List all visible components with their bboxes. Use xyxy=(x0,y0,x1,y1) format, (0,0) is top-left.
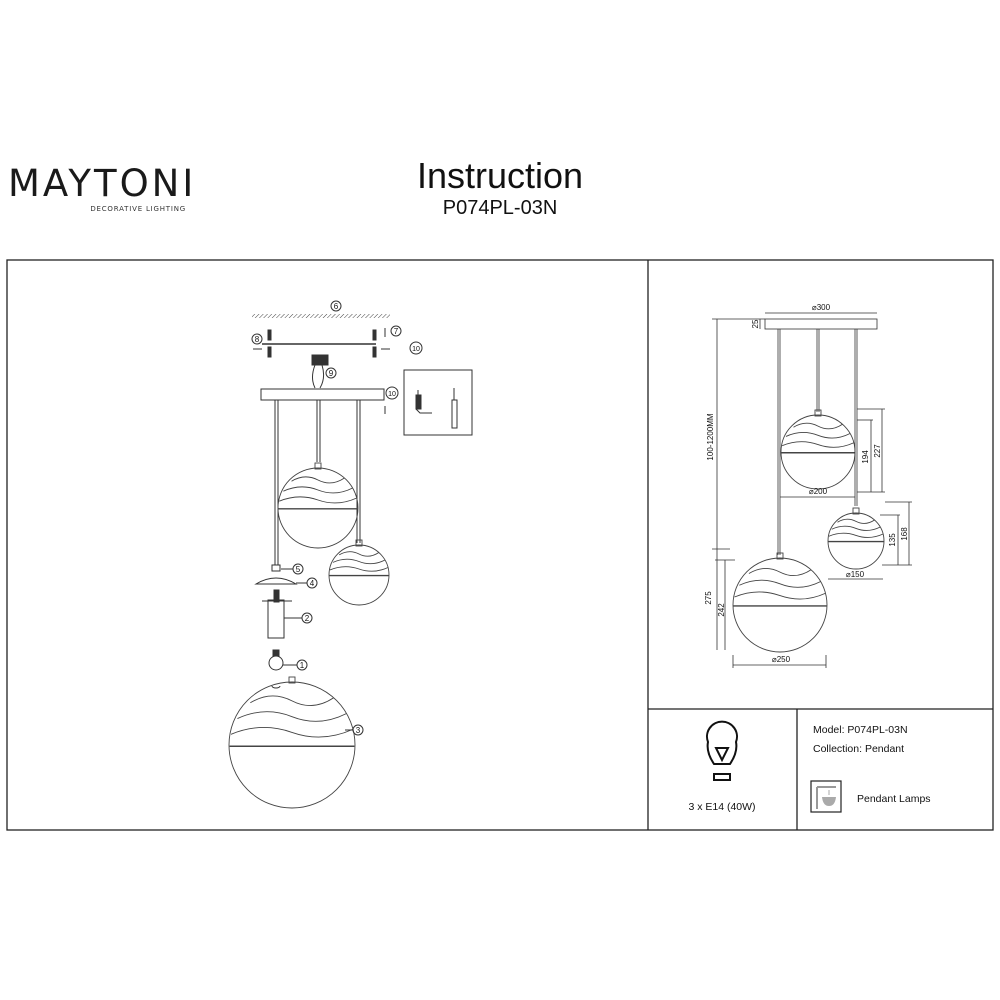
svg-text:3: 3 xyxy=(356,726,361,735)
svg-text:1: 1 xyxy=(300,661,305,670)
small-diameter: ⌀150 xyxy=(846,570,865,579)
ceiling xyxy=(252,314,390,318)
dim-shade-small xyxy=(827,507,885,570)
assembly-diagram xyxy=(252,314,473,689)
small-total-height: 168 xyxy=(900,527,909,541)
cable-lock xyxy=(271,564,281,572)
large-total-height: 275 xyxy=(704,591,713,605)
svg-text:5: 5 xyxy=(296,565,301,574)
svg-text:4: 4 xyxy=(310,579,315,588)
model-line: Model: P074PL-03N xyxy=(813,724,908,736)
svg-text:6: 6 xyxy=(334,302,339,311)
callout-4: 4 xyxy=(296,577,318,589)
svg-text:9: 9 xyxy=(329,369,334,378)
assembly-shade-small xyxy=(328,539,390,606)
brand-name: MAYTONI xyxy=(8,162,197,205)
callout-8: 8 xyxy=(251,333,263,345)
model-number: P074PL-03N xyxy=(442,197,558,219)
callouts: 6 7 8 10 9 10 5 4 2 1 3 xyxy=(251,300,423,736)
assembly-shade-large xyxy=(228,676,356,809)
dimension-diagram xyxy=(712,312,912,668)
canopy-height: 25 xyxy=(751,319,760,328)
callout-1: 1 xyxy=(283,659,308,671)
canopy xyxy=(260,388,385,401)
svg-text:10: 10 xyxy=(412,346,420,353)
mid-diameter: ⌀200 xyxy=(809,487,828,496)
callout-2: 2 xyxy=(284,612,313,624)
bulb-spec-icon xyxy=(706,720,738,781)
svg-text:7: 7 xyxy=(394,327,399,336)
large-diameter: ⌀250 xyxy=(772,655,791,664)
collection-line: Collection: Pendant xyxy=(813,743,905,755)
canopy-diameter: ⌀300 xyxy=(812,303,831,312)
mid-total-height: 227 xyxy=(873,444,882,458)
dim-shade-medium xyxy=(780,409,856,490)
socket xyxy=(267,599,285,639)
brand-tagline: DECORATIVE LIGHTING xyxy=(90,205,186,213)
callout-10b: 10 xyxy=(385,386,399,400)
page-title: Instruction xyxy=(416,155,584,196)
pendant-lamp-category-icon xyxy=(810,780,842,813)
svg-text:8: 8 xyxy=(255,335,260,344)
canopy xyxy=(764,318,878,330)
callout-3: 3 xyxy=(345,724,364,736)
tools-box xyxy=(403,369,473,436)
dimension-labels: ⌀300 25 100-1200MM 227 194 ⌀200 168 135 … xyxy=(704,303,909,664)
brand-logo: MAYTONI DECORATIVE LIGHTING xyxy=(8,165,193,216)
bulb-icon xyxy=(268,649,284,671)
shade-cap xyxy=(254,577,298,585)
svg-text:10: 10 xyxy=(388,391,396,398)
svg-text:2: 2 xyxy=(305,614,310,623)
bulb-spec: 3 x E14 (40W) xyxy=(688,801,755,813)
callout-5: 5 xyxy=(281,563,304,575)
sheet-frame xyxy=(6,259,994,831)
callout-9: 9 xyxy=(325,367,337,379)
terminal-block-icon xyxy=(311,354,329,366)
shade-spheres xyxy=(228,409,885,809)
screwdriver-icon xyxy=(415,388,458,429)
mid-shade-height: 194 xyxy=(861,450,870,464)
assembly-shade-medium xyxy=(277,462,359,549)
large-shade-height: 242 xyxy=(717,603,726,617)
callout-6: 6 xyxy=(330,300,342,312)
screw-icon xyxy=(267,329,377,358)
callout-7: 7 xyxy=(390,325,402,337)
cable-length: 100-1200MM xyxy=(706,413,715,460)
category-label: Pendant Lamps xyxy=(857,793,931,805)
small-shade-height: 135 xyxy=(888,533,897,547)
callout-10a: 10 xyxy=(409,341,423,355)
dim-shade-large xyxy=(732,552,828,653)
